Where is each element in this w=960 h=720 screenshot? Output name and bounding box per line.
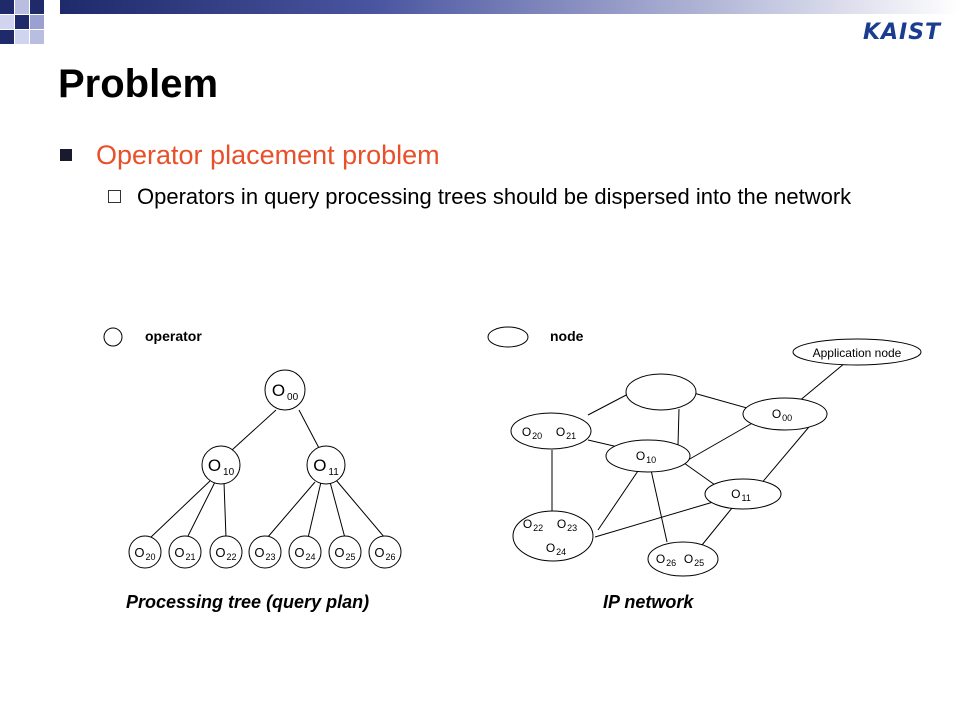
svg-text:O21: O21 bbox=[556, 425, 576, 441]
tree-leaf-3-sub: 23 bbox=[266, 552, 276, 562]
legend-operator-circle bbox=[103, 327, 123, 347]
app-node-label: Application node bbox=[813, 346, 902, 360]
n5c-sub: 24 bbox=[556, 547, 566, 557]
svg-text:O11: O11 bbox=[313, 456, 339, 478]
tree-mid-1-base: O bbox=[313, 456, 326, 475]
tree-leaf-6-base: O bbox=[374, 545, 384, 560]
n3-sub: 00 bbox=[782, 413, 792, 423]
tree-leaf-5-sub: 25 bbox=[346, 552, 356, 562]
svg-text:O25: O25 bbox=[334, 545, 355, 562]
svg-text:O22: O22 bbox=[523, 517, 543, 533]
legend-node-label: node bbox=[550, 328, 584, 344]
svg-text:O00: O00 bbox=[772, 407, 792, 423]
bullet-level1-text: Operator placement problem bbox=[96, 140, 440, 170]
hollow-square-bullet-icon bbox=[108, 190, 121, 203]
tree-leaf-3-base: O bbox=[254, 545, 264, 560]
tree-leaf-4-base: O bbox=[294, 545, 304, 560]
legend-node-ellipse bbox=[487, 326, 529, 348]
svg-text:O26: O26 bbox=[656, 552, 676, 568]
tree-caption: Processing tree (query plan) bbox=[126, 592, 370, 612]
bullet-level2-text: Operators in query processing trees shou… bbox=[137, 184, 852, 209]
n1a-base: O bbox=[522, 425, 531, 439]
n3-base: O bbox=[772, 407, 781, 421]
svg-text:O23: O23 bbox=[557, 517, 577, 533]
svg-text:O23: O23 bbox=[254, 545, 275, 562]
n5b-sub: 23 bbox=[567, 523, 577, 533]
tree-leaf-0-base: O bbox=[134, 545, 144, 560]
n4-sub: 11 bbox=[742, 493, 751, 503]
bullet-level2: Operators in query processing trees shou… bbox=[108, 182, 908, 212]
tree-root-sub: 00 bbox=[287, 392, 299, 403]
n6a-sub: 26 bbox=[666, 558, 676, 568]
tree-leaf-4-sub: 24 bbox=[306, 552, 316, 562]
n4-base: O bbox=[731, 487, 740, 501]
logo-text: KAIST bbox=[862, 20, 942, 45]
n1b-sub: 21 bbox=[566, 431, 576, 441]
svg-text:O24: O24 bbox=[294, 545, 315, 562]
network-node-3: O00 bbox=[742, 397, 828, 431]
n5b-base: O bbox=[557, 517, 566, 531]
tree-leaf-4: O24 bbox=[288, 535, 322, 569]
tree-mid-0-base: O bbox=[208, 456, 221, 475]
tree-root-base: O bbox=[272, 381, 285, 400]
header-decoration bbox=[0, 0, 960, 44]
tree-mid-1-sub: 11 bbox=[328, 467, 339, 478]
svg-text:O25: O25 bbox=[684, 552, 704, 568]
network-node-4: O11 bbox=[704, 478, 782, 510]
tree-mid-0-sub: 10 bbox=[223, 467, 235, 478]
n5a-sub: 22 bbox=[533, 523, 543, 533]
svg-text:O21: O21 bbox=[174, 545, 195, 562]
svg-text:O20: O20 bbox=[522, 425, 542, 441]
n5c-base: O bbox=[546, 541, 555, 555]
network-caption: IP network bbox=[603, 592, 694, 612]
legend-operator-label: operator bbox=[145, 328, 202, 344]
tree-leaf-0-sub: 20 bbox=[146, 552, 156, 562]
n1b-base: O bbox=[556, 425, 565, 439]
svg-text:O24: O24 bbox=[546, 541, 566, 557]
n2-sub: 10 bbox=[646, 455, 656, 465]
bullet-level1: Operator placement problem bbox=[60, 140, 440, 171]
kaist-logo: KAIST bbox=[858, 18, 946, 48]
tree-leaf-5: O25 bbox=[328, 535, 362, 569]
tree-leaf-0: O20 bbox=[128, 535, 162, 569]
network-node-6: O26 O25 bbox=[647, 541, 719, 577]
tree-leaf-1-base: O bbox=[174, 545, 184, 560]
n2-base: O bbox=[636, 449, 645, 463]
tree-leaf-1-sub: 21 bbox=[186, 552, 196, 562]
network-node-5: O22 O23 O24 bbox=[512, 510, 594, 562]
network-node-app: Application node bbox=[792, 338, 922, 366]
n6b-base: O bbox=[684, 552, 693, 566]
n6a-base: O bbox=[656, 552, 665, 566]
tree-leaf-6-sub: 26 bbox=[386, 552, 396, 562]
n6b-sub: 25 bbox=[694, 558, 704, 568]
tree-leaf-1: O21 bbox=[168, 535, 202, 569]
n1a-sub: 20 bbox=[532, 431, 542, 441]
network-edges bbox=[551, 362, 846, 546]
tree-edges bbox=[149, 409, 386, 539]
tree-leaf-5-base: O bbox=[334, 545, 344, 560]
svg-text:O10: O10 bbox=[636, 449, 656, 465]
svg-text:O11: O11 bbox=[731, 487, 751, 503]
svg-text:O26: O26 bbox=[374, 545, 395, 562]
tree-leaf-2-sub: 22 bbox=[227, 552, 237, 562]
svg-text:O20: O20 bbox=[134, 545, 155, 562]
tree-leaf-3: O23 bbox=[248, 535, 282, 569]
svg-text:O10: O10 bbox=[208, 456, 235, 478]
slide-title: Problem bbox=[58, 62, 219, 106]
network-node-1: O20 O21 bbox=[510, 412, 592, 450]
tree-leaf-2: O22 bbox=[209, 535, 243, 569]
n5a-base: O bbox=[523, 517, 532, 531]
network-node-2: O10 bbox=[605, 439, 691, 473]
svg-text:O00: O00 bbox=[272, 381, 299, 403]
svg-text:O22: O22 bbox=[215, 545, 236, 562]
tree-leaf-2-base: O bbox=[215, 545, 225, 560]
tree-leaf-6: O26 bbox=[368, 535, 402, 569]
square-bullet-icon bbox=[60, 148, 72, 161]
network-node-empty bbox=[625, 373, 697, 411]
